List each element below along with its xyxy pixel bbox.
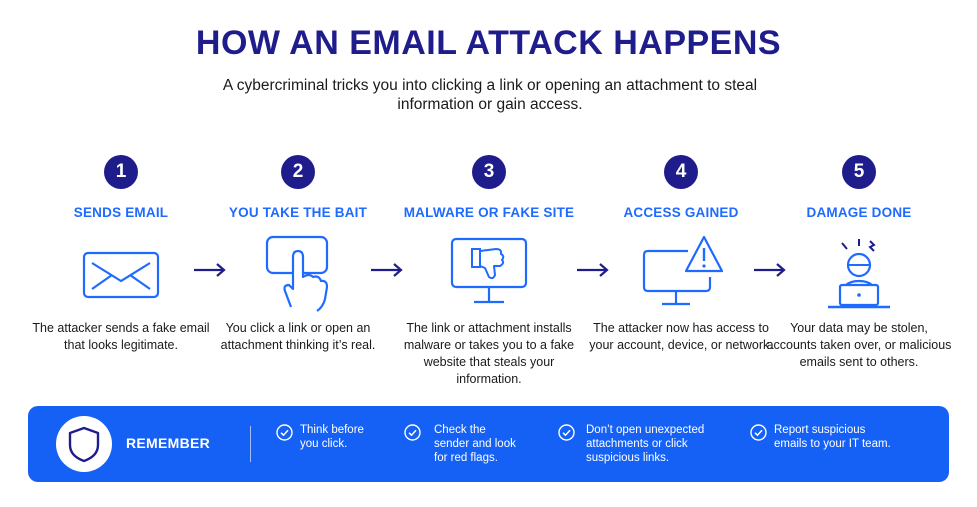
step-4: 4 ACCESS GAINED The attacker now has acc…: [586, 155, 776, 352]
remember-label: REMEMBER: [126, 435, 211, 451]
arrow-right-icon: [194, 263, 226, 277]
step-number: 4: [664, 155, 698, 189]
step-description: The link or attachment installs malware …: [403, 321, 575, 386]
page-title: HOW AN EMAIL ATTACK HAPPENS: [195, 24, 782, 62]
step-5: 5 DAMAGE DONE Your data may be stolen, a…: [764, 155, 954, 369]
step-title: YOU TAKE THE BAIT: [228, 205, 368, 220]
pointing-hand-icon: [253, 235, 343, 315]
step-number: 5: [842, 155, 876, 189]
step-1: 1 SENDS EMAIL The attacker sends a fake …: [26, 155, 216, 352]
check-circle-icon: [750, 424, 767, 441]
step-title: DAMAGE DONE: [806, 205, 912, 220]
step-3: 3 MALWARE OR FAKE SITE The link or attac…: [394, 155, 584, 386]
step-2: 2 YOU TAKE THE BAIT You click a link or …: [203, 155, 393, 352]
step-title: SENDS EMAIL: [73, 205, 169, 220]
arrow-right-icon: [371, 263, 403, 277]
step-number: 1: [104, 155, 138, 189]
monitor-warning-icon: [636, 235, 726, 315]
step-description: Your data may be stolen, accounts taken …: [766, 321, 952, 369]
step-number: 2: [281, 155, 315, 189]
check-circle-icon: [404, 424, 421, 441]
shield-icon: [56, 416, 112, 472]
step-description: The attacker now has access to your acco…: [589, 321, 773, 352]
check-circle-icon: [276, 424, 293, 441]
step-description: You click a link or open an attachment t…: [220, 321, 376, 352]
check-circle-icon: [558, 424, 575, 441]
envelope-icon: [76, 235, 166, 315]
banner-divider: [250, 426, 251, 462]
step-title: ACCESS GAINED: [623, 205, 739, 220]
step-title: MALWARE OR FAKE SITE: [403, 205, 575, 220]
arrow-right-icon: [754, 263, 786, 277]
monitor-thumbs-down-icon: [444, 235, 534, 315]
user-laptop-alert-icon: [814, 235, 904, 315]
step-number: 3: [472, 155, 506, 189]
page-subtitle: A cybercriminal tricks you into clicking…: [222, 77, 758, 113]
arrow-right-icon: [577, 263, 609, 277]
step-description: The attacker sends a fake email that loo…: [32, 321, 210, 352]
